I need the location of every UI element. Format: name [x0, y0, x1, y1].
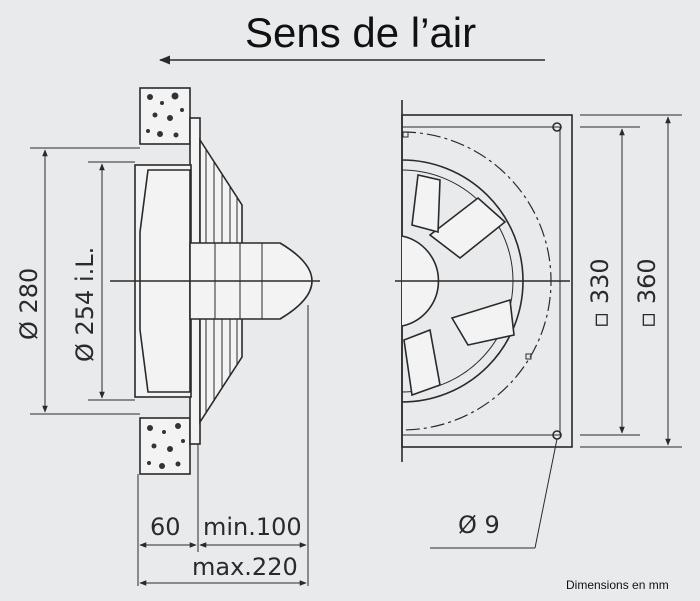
- front-blades: [403, 174, 515, 397]
- units-note: Dimensions en mm: [566, 578, 669, 592]
- dim-inner-diameter: Ø 254 i.L.: [71, 247, 99, 362]
- wall-texture: [146, 92, 185, 469]
- dim-depth-wall: 60: [150, 513, 181, 541]
- dim-hole-diameter: Ø 9: [458, 511, 500, 539]
- airflow-title: Sens de l’air: [245, 9, 476, 56]
- front-view: Ø 9 ▫ 330 ▫ 360: [395, 100, 682, 549]
- dim-depth-max: max.220: [192, 553, 298, 581]
- dim-outer-diameter: Ø 280: [15, 268, 43, 340]
- dim-outer-square: ▫ 360: [633, 258, 661, 328]
- dim-depth-min: min.100: [203, 513, 302, 541]
- dim-inner-square: ▫ 330: [586, 258, 614, 328]
- mount-screws: [402, 122, 562, 440]
- side-view: Ø 280 Ø 254 i.L. 60 min.100 max.220: [15, 87, 320, 586]
